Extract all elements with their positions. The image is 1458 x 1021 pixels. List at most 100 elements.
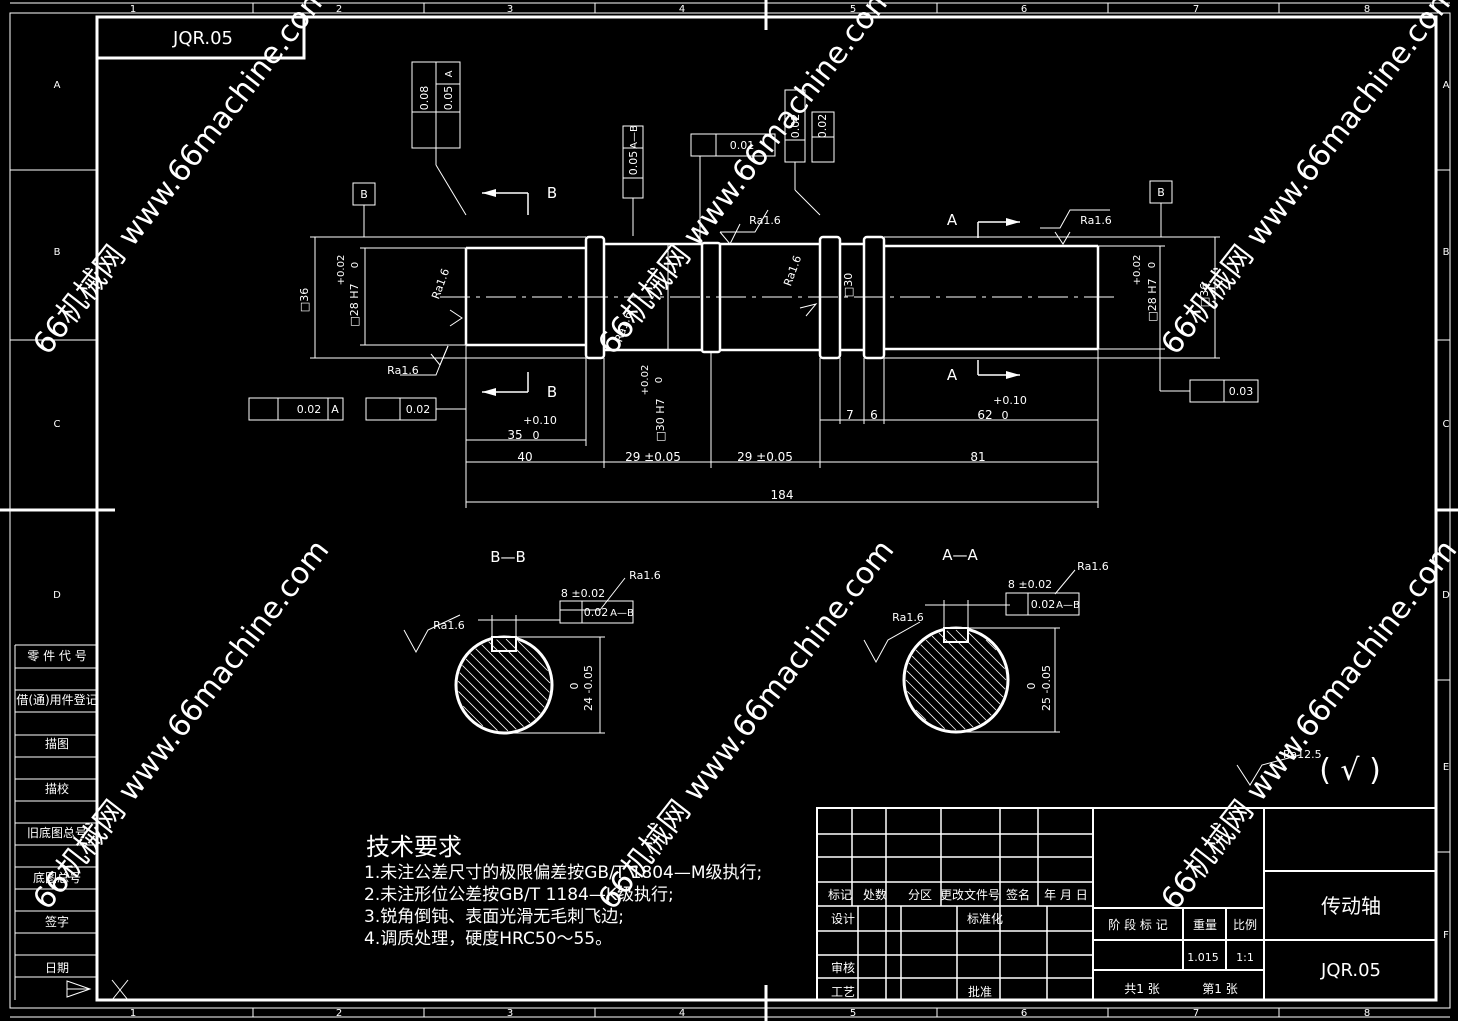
- dim-7: 7: [846, 408, 854, 422]
- zone-letter: B: [1443, 247, 1450, 258]
- dim-81: 81: [970, 450, 985, 464]
- side-table-cell: 借(通)用件登记: [16, 692, 97, 707]
- aa-sym-frame: [1005, 592, 1080, 616]
- hatch-line: [470, 653, 536, 719]
- dim-tol: +0.02: [336, 255, 347, 286]
- zone-letter: C: [54, 419, 61, 430]
- roughness-label: Ra1.6: [892, 611, 924, 624]
- dim-tol: +0.02: [1132, 255, 1143, 286]
- side-table-cell: 签字: [45, 914, 69, 929]
- title-block-header: 分区: [908, 888, 932, 902]
- zone-number: 7: [1193, 4, 1199, 15]
- title-block-header: 签名: [1006, 887, 1030, 902]
- dim-d28: □28 H7: [1146, 278, 1159, 321]
- key-depth: 0: [1025, 683, 1038, 690]
- roughness-label: Ra1.6: [387, 364, 419, 377]
- zone-number: 4: [679, 1008, 685, 1019]
- part-name: 传动轴: [1321, 894, 1381, 918]
- gdt-value: 0.02: [584, 606, 609, 619]
- hatch-line: [905, 679, 957, 731]
- roughness-label: Ra1.6: [1080, 214, 1112, 227]
- gdt-frames: [248, 61, 1259, 421]
- tech-req-item: 1.未注公差尺寸的极限偏差按GB/T 1804—M级执行;: [364, 863, 762, 883]
- hatch-line: [915, 709, 927, 721]
- hatch-line: [967, 631, 1005, 669]
- section-arrow-label: A: [947, 366, 958, 384]
- drawing-number: JQR.05: [1320, 960, 1381, 981]
- gdt-value: 0.01: [730, 139, 755, 152]
- hatch-line: [465, 658, 531, 724]
- section-label: A—A: [942, 546, 978, 564]
- dim-sq36: □36: [1198, 283, 1211, 307]
- datum-label: B: [360, 188, 368, 201]
- hatch-line: [505, 638, 551, 684]
- zone-letter: D: [53, 590, 61, 601]
- hatch-line: [946, 630, 1006, 690]
- dim-35: 35: [507, 428, 522, 442]
- title-block-left-grid: [817, 808, 1093, 1000]
- zone-letter: D: [1442, 590, 1450, 601]
- zone-letter: F: [1443, 930, 1449, 941]
- tech-req-item: 3.锐角倒钝、表面光滑无毛刺飞边;: [364, 907, 624, 927]
- dim-6: 6: [870, 408, 878, 422]
- hatch-line: [908, 662, 974, 728]
- hatch-line: [911, 655, 981, 725]
- zone-number: 2: [336, 1008, 342, 1019]
- gdt-value: 0.08: [418, 86, 431, 111]
- hatch-line: [517, 640, 549, 672]
- tech-req-title: 技术要求: [366, 833, 462, 861]
- dim-tol: +0.02: [640, 365, 651, 396]
- hatch-line: [925, 639, 997, 711]
- gdt-value: 0.05: [627, 151, 640, 176]
- roughness-paren: ( √ ): [1319, 753, 1381, 788]
- title-block-grid: [816, 807, 1437, 1001]
- title-block-header: 标记: [828, 888, 852, 902]
- gdt-value: 0.02: [297, 403, 322, 416]
- section-arrow-label: B: [547, 383, 557, 401]
- zone-letter: A: [54, 80, 61, 91]
- dim-d30: □30: [842, 273, 855, 297]
- key-width: 8 ±0.02: [1008, 578, 1052, 591]
- hatch-line: [475, 648, 541, 714]
- dim-40: 40: [517, 450, 532, 464]
- gdt-datum: A—B: [1056, 600, 1080, 611]
- roughness-label: Ra1.6: [749, 214, 781, 227]
- side-table-cell: 零 件 代 号: [27, 649, 86, 663]
- zone-number: 6: [1021, 4, 1027, 15]
- zone-number: 8: [1364, 4, 1370, 15]
- zone-letter: E: [1443, 762, 1449, 773]
- zone-number: 3: [507, 1008, 513, 1019]
- gdt-datum: A: [331, 403, 339, 416]
- bb-sym-frame: [559, 600, 634, 624]
- gdt-value: 0.03: [1229, 385, 1254, 398]
- zone-letter: A: [1443, 80, 1450, 91]
- hatch-line: [488, 641, 548, 701]
- general-roughness: Ra12.5: [1283, 748, 1322, 761]
- dim-62: 62: [977, 408, 992, 422]
- side-table-grid: [14, 644, 97, 1000]
- hatch-line: [462, 705, 484, 727]
- hatch-line: [938, 632, 1004, 698]
- tech-req-item: 4.调质处理，硬度HRC50～55。: [364, 929, 612, 949]
- zone-number: 1: [130, 1008, 136, 1019]
- zone-number: 5: [850, 1008, 856, 1019]
- dim-184: 184: [771, 488, 794, 502]
- approve-label: 批准: [968, 984, 992, 999]
- drawing-code: JQR.05: [172, 28, 233, 49]
- dim-tol: 0: [1002, 409, 1009, 422]
- hatch-line: [985, 639, 997, 651]
- section-arrow-label: B: [547, 184, 557, 202]
- dim-sq36: □36: [298, 288, 311, 312]
- hatch-line: [457, 680, 509, 732]
- key-depth: 25 -0.05: [1040, 665, 1053, 711]
- hatch-line: [955, 629, 1007, 681]
- scale-label: 比例: [1233, 918, 1257, 932]
- weight-label: 重量: [1193, 918, 1217, 932]
- gdt-value: 0.02: [789, 114, 802, 139]
- roughness-label: Ra1.6: [1077, 560, 1109, 573]
- hatch-line: [458, 691, 498, 731]
- dim-tol: 0: [654, 377, 665, 383]
- section-hatching: [457, 629, 1007, 732]
- hatch-line: [915, 649, 987, 721]
